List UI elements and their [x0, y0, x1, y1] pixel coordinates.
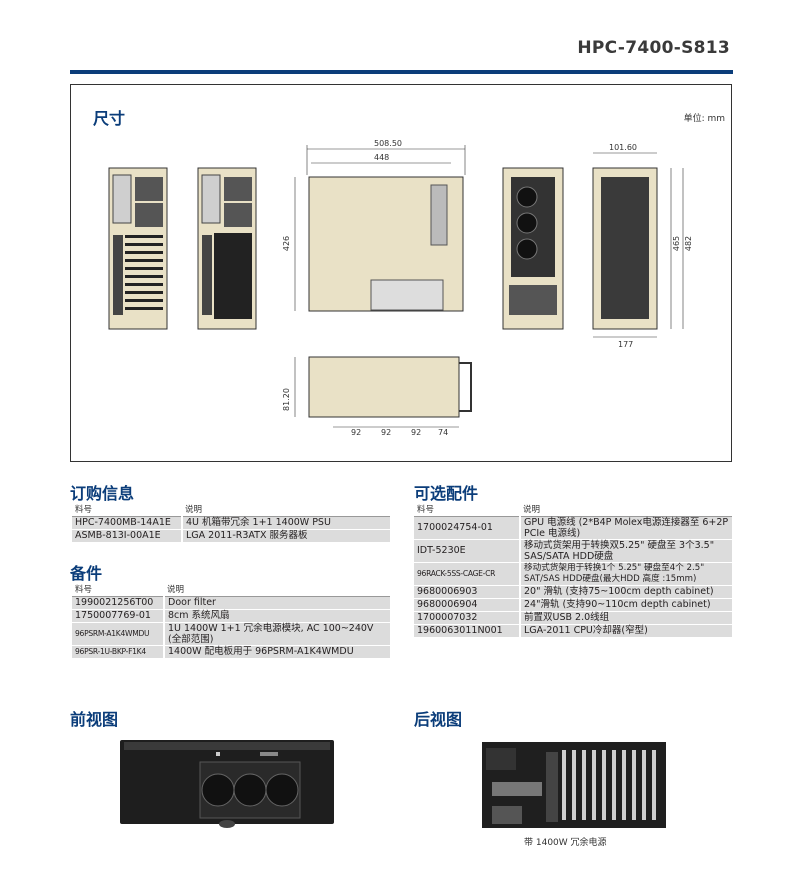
dim-81: 81.20	[281, 388, 291, 411]
part-no: 96PSRM-A1K4WMDU	[72, 622, 165, 646]
dim-508: 508.50	[374, 139, 402, 148]
table-row: 9680006904 24"滑轨 (支持90~110cm depth cabin…	[414, 598, 732, 612]
description: 1U 1400W 1+1 冗余电源模块, AC 100~240V (全部范围)	[164, 622, 390, 646]
door-drawing	[592, 152, 684, 338]
header-description: 说明	[520, 504, 732, 517]
dim-101: 101.60	[609, 143, 637, 152]
dim-482: 482	[684, 235, 694, 252]
description: 移动式货架用于转换双5.25" 硬盘至 3个3.5" SAS/SATA HDD硬…	[520, 539, 732, 563]
header-part-no: 料号	[414, 504, 520, 517]
description: 20" 滑轨 (支持75~100cm depth cabinet)	[520, 585, 732, 599]
header-description: 说明	[164, 584, 390, 597]
ordering-table: 料号 说明 HPC-7400MB-14A1E 4U 机箱带冗余 1+1 1400…	[72, 504, 390, 543]
ordering-title: 订购信息	[70, 484, 135, 503]
part-no: 1750007769-01	[72, 609, 165, 623]
description: 24"滑轨 (支持90~110cm depth cabinet)	[520, 598, 732, 612]
part-no: 96RACK-5SS-CAGE-CR	[414, 562, 521, 586]
table-row: 96RACK-5SS-CAGE-CR 移动式货架用于转换1个 5.25" 硬盘至…	[414, 562, 732, 586]
model-title: HPC-7400-S813	[577, 38, 730, 58]
table-row: 96PSRM-A1K4WMDU 1U 1400W 1+1 冗余电源模块, AC …	[72, 622, 390, 646]
description: GPU 电源线 (2*B4P Molex电源连接器至 6+2P PCIe 电源线…	[520, 516, 732, 540]
description: 8cm 系统风扇	[164, 609, 390, 623]
table-row: 1700024754-01 GPU 电源线 (2*B4P Molex电源连接器至…	[414, 516, 732, 540]
header-description: 说明	[182, 504, 390, 517]
dim-74: 74	[438, 428, 449, 437]
front-view-image	[120, 740, 334, 828]
spares-title: 备件	[70, 564, 103, 583]
table-row: 1990021256T00 Door filter	[72, 596, 390, 610]
part-no: 1700007032	[414, 611, 521, 625]
dim-92-c: 92	[411, 428, 422, 437]
part-no: 1960063011N001	[414, 624, 521, 638]
front-drawing-2	[197, 167, 257, 330]
rear-view-image	[482, 742, 666, 828]
dim-92-b: 92	[381, 428, 392, 437]
dim-177: 177	[618, 340, 634, 349]
table-header: 料号 说明	[414, 504, 732, 517]
side-drawing	[294, 145, 466, 312]
front-drawing-1	[108, 167, 168, 330]
table-header: 料号 说明	[72, 584, 390, 597]
table-row: 9680006903 20" 滑轨 (支持75~100cm depth cabi…	[414, 585, 732, 599]
table-row: IDT-5230E 移动式货架用于转换双5.25" 硬盘至 3个3.5" SAS…	[414, 539, 732, 563]
part-no: 9680006904	[414, 598, 521, 612]
part-no: ASMB-813I-00A1E	[72, 529, 183, 543]
part-no: 1990021256T00	[72, 596, 165, 610]
dimension-drawings	[108, 145, 684, 428]
description: 前置双USB 2.0线组	[520, 611, 732, 625]
description: Door filter	[164, 596, 390, 610]
spares-table: 料号 说明 1990021256T00 Door filter 17500077…	[72, 584, 390, 659]
part-no: IDT-5230E	[414, 539, 521, 563]
dim-465: 465	[672, 235, 682, 252]
rear-drawing	[502, 167, 564, 330]
header-part-no: 料号	[72, 504, 182, 517]
dim-426: 426	[282, 235, 292, 252]
unit-label: 单位: mm	[683, 114, 725, 124]
description: 1400W 配电板用于 96PSRM-A1K4WMDU	[164, 645, 390, 659]
table-row: 1700007032 前置双USB 2.0线组	[414, 611, 732, 625]
part-no: 1700024754-01	[414, 516, 521, 540]
table-row: 1750007769-01 8cm 系统风扇	[72, 609, 390, 623]
description: LGA-2011 CPU冷却器(窄型)	[520, 624, 732, 638]
table-row: 1960063011N001 LGA-2011 CPU冷却器(窄型)	[414, 624, 732, 638]
front-view-title: 前视图	[70, 710, 119, 729]
options-table: 料号 说明 1700024754-01 GPU 电源线 (2*B4P Molex…	[414, 504, 732, 638]
dim-92-a: 92	[351, 428, 362, 437]
table-header: 料号 说明	[72, 504, 390, 517]
table-row: ASMB-813I-00A1E LGA 2011-R3ATX 服务器板	[72, 529, 390, 543]
dim-448: 448	[374, 153, 390, 162]
dimensions-title: 尺寸	[93, 109, 126, 128]
dimensions-panel: 尺寸 单位: mm	[70, 84, 732, 462]
table-row: 96PSR-1U-BKP-F1K4 1400W 配电板用于 96PSRM-A1K…	[72, 645, 390, 659]
rear-view-caption: 带 1400W 冗余电源	[524, 838, 607, 848]
part-no: 96PSR-1U-BKP-F1K4	[72, 645, 165, 659]
top-drawing	[294, 356, 472, 428]
description: 移动式货架用于转换1个 5.25" 硬盘至4个 2.5" SAT/SAS HDD…	[520, 562, 732, 586]
part-no: HPC-7400MB-14A1E	[72, 516, 183, 530]
rear-view-title: 后视图	[414, 710, 463, 729]
header-bar	[70, 70, 733, 74]
description: 4U 机箱带冗余 1+1 1400W PSU	[182, 516, 390, 530]
header-part-no: 料号	[72, 584, 164, 597]
description: LGA 2011-R3ATX 服务器板	[182, 529, 390, 543]
options-title: 可选配件	[414, 484, 479, 503]
part-no: 9680006903	[414, 585, 521, 599]
table-row: HPC-7400MB-14A1E 4U 机箱带冗余 1+1 1400W PSU	[72, 516, 390, 530]
